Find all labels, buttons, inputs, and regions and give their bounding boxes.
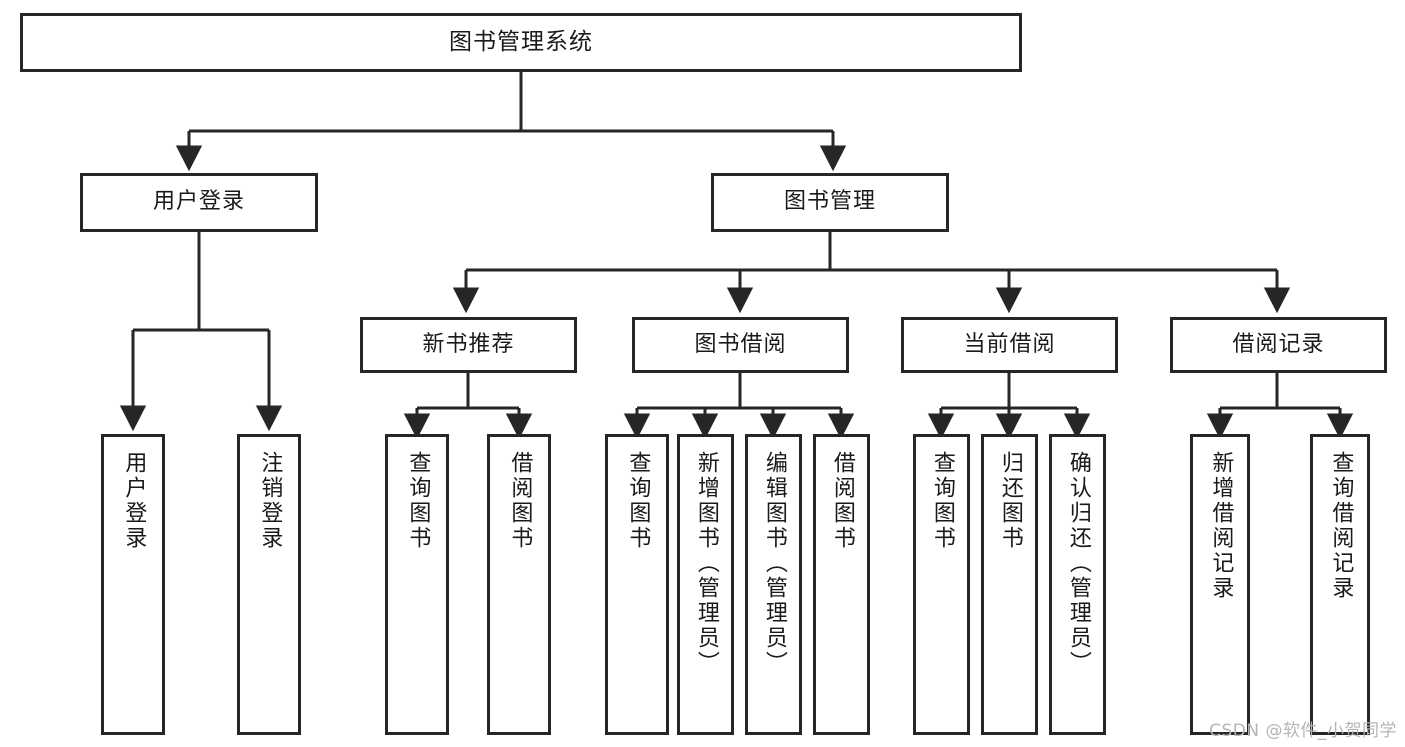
node-book-borrow-label: 图书借阅 [694, 331, 787, 357]
leaf-label: 新增图书（管理员） [693, 451, 719, 676]
node-book-management[interactable]: 图书管理 [711, 173, 949, 232]
leaf-borrow-edit-book[interactable]: 编辑图书（管理员） [745, 434, 802, 735]
node-user-login-label: 用户登录 [152, 189, 245, 215]
leaf-record-query[interactable]: 查询借阅记录 [1310, 434, 1370, 735]
leaf-borrow-borrow-book[interactable]: 借阅图书 [813, 434, 870, 735]
node-book-borrow[interactable]: 图书借阅 [632, 317, 849, 373]
node-new-book-recommend-label: 新书推荐 [422, 331, 515, 357]
leaf-user-login-signin[interactable]: 用户登录 [101, 434, 165, 735]
leaf-label: 确认归还（管理员） [1065, 451, 1091, 676]
leaf-user-login-signout[interactable]: 注销登录 [237, 434, 301, 735]
leaf-label: 编辑图书（管理员） [761, 451, 787, 676]
leaf-current-confirm-return[interactable]: 确认归还（管理员） [1049, 434, 1106, 735]
node-borrow-record-label: 借阅记录 [1232, 331, 1325, 357]
leaf-label: 归还图书 [997, 451, 1023, 551]
leaf-label: 查询图书 [929, 451, 955, 551]
node-borrow-record[interactable]: 借阅记录 [1170, 317, 1387, 373]
leaf-current-query-book[interactable]: 查询图书 [913, 434, 970, 735]
leaf-label: 注销登录 [257, 451, 283, 551]
leaf-borrow-query-book[interactable]: 查询图书 [605, 434, 669, 735]
leaf-label: 借阅图书 [829, 451, 855, 551]
node-user-login[interactable]: 用户登录 [80, 173, 318, 232]
leaf-borrow-add-book[interactable]: 新增图书（管理员） [677, 434, 734, 735]
leaf-label: 查询图书 [625, 451, 651, 551]
leaf-new-book-query[interactable]: 查询图书 [385, 434, 449, 735]
leaf-new-book-borrow[interactable]: 借阅图书 [487, 434, 551, 735]
node-root[interactable]: 图书管理系统 [20, 13, 1022, 72]
node-root-label: 图书管理系统 [449, 28, 593, 55]
node-new-book-recommend[interactable]: 新书推荐 [360, 317, 577, 373]
leaf-label: 用户登录 [121, 451, 147, 551]
watermark: CSDN @软件_小贺同学 [1209, 721, 1397, 741]
leaf-label: 新增借阅记录 [1208, 451, 1234, 601]
leaf-label: 借阅图书 [507, 451, 533, 551]
node-book-management-label: 图书管理 [783, 189, 876, 215]
node-current-borrow-label: 当前借阅 [963, 331, 1056, 357]
leaf-label: 查询图书 [405, 451, 431, 551]
leaf-current-return-book[interactable]: 归还图书 [981, 434, 1038, 735]
leaf-label: 查询借阅记录 [1328, 451, 1354, 601]
leaf-record-add[interactable]: 新增借阅记录 [1190, 434, 1250, 735]
node-current-borrow[interactable]: 当前借阅 [901, 317, 1118, 373]
